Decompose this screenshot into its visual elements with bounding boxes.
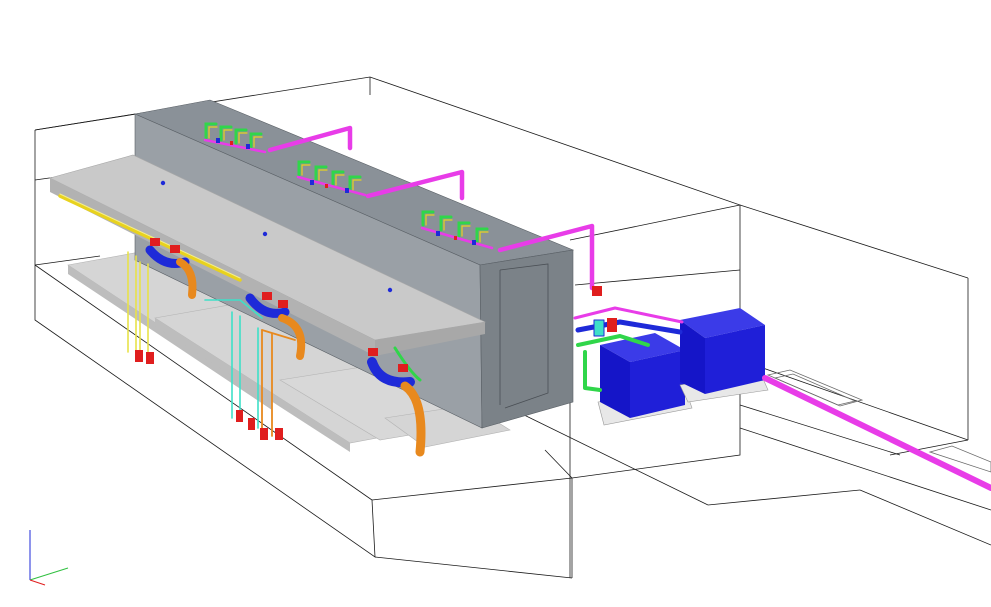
axis-triad[interactable] — [29, 530, 69, 586]
room-wireframe — [34, 76, 991, 579]
magenta-header-risers — [267, 125, 595, 291]
magenta-main-run — [762, 369, 991, 491]
axis-triad-x — [29, 579, 46, 586]
axis-triad-y — [29, 567, 69, 581]
under-slab-pipe-bends — [145, 238, 426, 457]
duct-top-pipe-risers — [203, 122, 494, 250]
floor-slabs — [67, 242, 511, 452]
cooling-unit-right — [679, 308, 769, 403]
equipment-connection-pipes — [573, 286, 684, 392]
left-pipe-drops — [58, 193, 296, 440]
cooling-unit-left — [597, 333, 693, 426]
